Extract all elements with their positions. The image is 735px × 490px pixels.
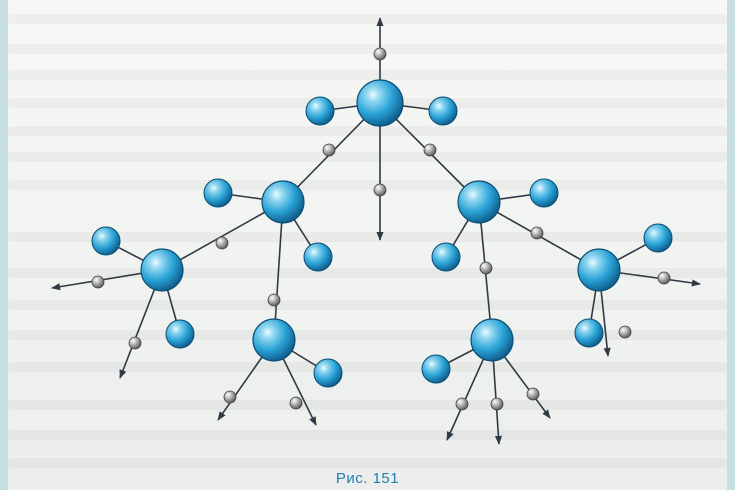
fragment-nucleus (91, 226, 121, 256)
atoms (91, 47, 673, 411)
neutron (223, 390, 237, 404)
neutron (91, 275, 105, 289)
fragment-nucleus (165, 319, 195, 349)
neutron (618, 325, 632, 339)
neutron (128, 336, 142, 350)
neutron (530, 226, 544, 240)
neutron (215, 236, 229, 250)
uranium-nucleus (252, 318, 296, 362)
fragment-nucleus (428, 96, 458, 126)
fragment-nucleus (643, 223, 673, 253)
uranium-nucleus (261, 180, 305, 224)
neutron (289, 396, 303, 410)
uranium-nucleus (577, 248, 621, 292)
neutron (267, 293, 281, 307)
bond-line (273, 201, 284, 341)
uranium-nucleus (457, 180, 501, 224)
uranium-nucleus (140, 248, 184, 292)
neutron (373, 183, 387, 197)
fragment-nucleus (303, 242, 333, 272)
neutron (657, 271, 671, 285)
fragment-nucleus (313, 358, 343, 388)
neutron (373, 47, 387, 61)
neutron (455, 397, 469, 411)
fragment-nucleus (305, 96, 335, 126)
neutron (526, 387, 540, 401)
textbook-page (8, 0, 727, 490)
figure-caption: Рис. 151 (335, 470, 400, 487)
fragment-nucleus (203, 178, 233, 208)
neutron (322, 143, 336, 157)
neutron (423, 143, 437, 157)
fragment-nucleus (431, 242, 461, 272)
fragment-nucleus (574, 318, 604, 348)
fragment-nucleus (529, 178, 559, 208)
neutron (479, 261, 493, 275)
uranium-nucleus (470, 318, 514, 362)
neutron (490, 397, 504, 411)
fragment-nucleus (421, 354, 451, 384)
uranium-nucleus (356, 79, 404, 127)
bond-line (161, 201, 284, 271)
